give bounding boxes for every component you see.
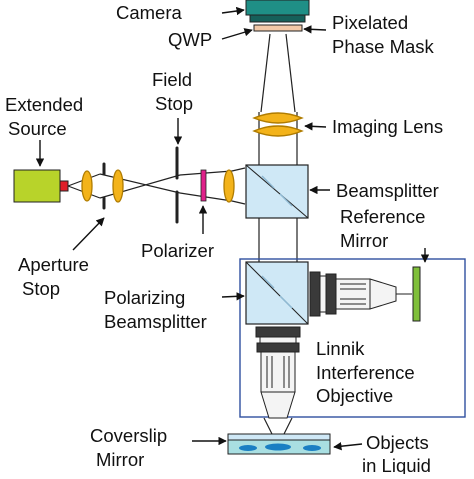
liquid-object	[303, 445, 321, 451]
beamsplitter-cube	[245, 164, 309, 219]
linnik-label-line3: Objective	[316, 385, 393, 406]
condenser-lenses	[81, 169, 235, 203]
coverslip-label-line2: Mirror	[96, 449, 144, 470]
extended-source	[13, 169, 69, 203]
extended-source-label-line2: Source	[8, 118, 67, 139]
linnik-label-line1: Linnik	[316, 338, 365, 359]
qwp-plate	[253, 24, 303, 32]
camera-body	[245, 0, 310, 16]
polarizing-beamsplitter-cube	[245, 261, 309, 325]
linnik-frame	[239, 258, 466, 418]
polarizing-beamsplitter-label-line1: Polarizing	[104, 287, 185, 308]
labels: Camera QWP Pixelated Phase Mask Field St…	[5, 2, 443, 476]
extended-source-label-line1: Extended	[5, 94, 83, 115]
pixelated-mask-label-line2: Phase Mask	[332, 36, 435, 57]
linnik-objective	[255, 326, 301, 419]
reference-mirror-label-line1: Reference	[340, 206, 425, 227]
qwp-label: QWP	[168, 29, 212, 50]
objects-label-line1: Objects	[366, 432, 429, 453]
aperture-stop-label-line2: Stop	[22, 278, 60, 299]
linnik-label-line2: Interference	[316, 362, 415, 383]
beamsplitter-label: Beamsplitter	[336, 180, 439, 201]
reference-mirror	[412, 266, 421, 322]
reference-mirror-label-line2: Mirror	[340, 230, 388, 251]
coverslip-mirror	[227, 433, 331, 455]
camera	[245, 0, 310, 23]
imaging-lens	[252, 112, 304, 137]
field-stop-label-line1: Field	[152, 69, 192, 90]
polarizing-beamsplitter-label-line2: Beamsplitter	[104, 311, 207, 332]
polarizer-label: Polarizer	[141, 240, 214, 261]
camera-label: Camera	[116, 2, 183, 23]
camera-sensor	[249, 14, 306, 23]
imaging-lens-label: Imaging Lens	[332, 116, 443, 137]
field-stop-label-line2: Stop	[155, 93, 193, 114]
aperture-stop-label-line1: Aperture	[18, 254, 89, 275]
polarizer-plate	[200, 169, 207, 202]
liquid-object	[239, 445, 257, 451]
liquid-object	[265, 443, 291, 451]
objects-label-line2: in Liquid	[362, 455, 431, 474]
coverslip-label-line1: Coverslip	[90, 425, 167, 446]
reference-objective	[309, 271, 412, 317]
pixelated-mask-label-line1: Pixelated	[332, 12, 408, 33]
callout-arrows	[35, 6, 430, 451]
